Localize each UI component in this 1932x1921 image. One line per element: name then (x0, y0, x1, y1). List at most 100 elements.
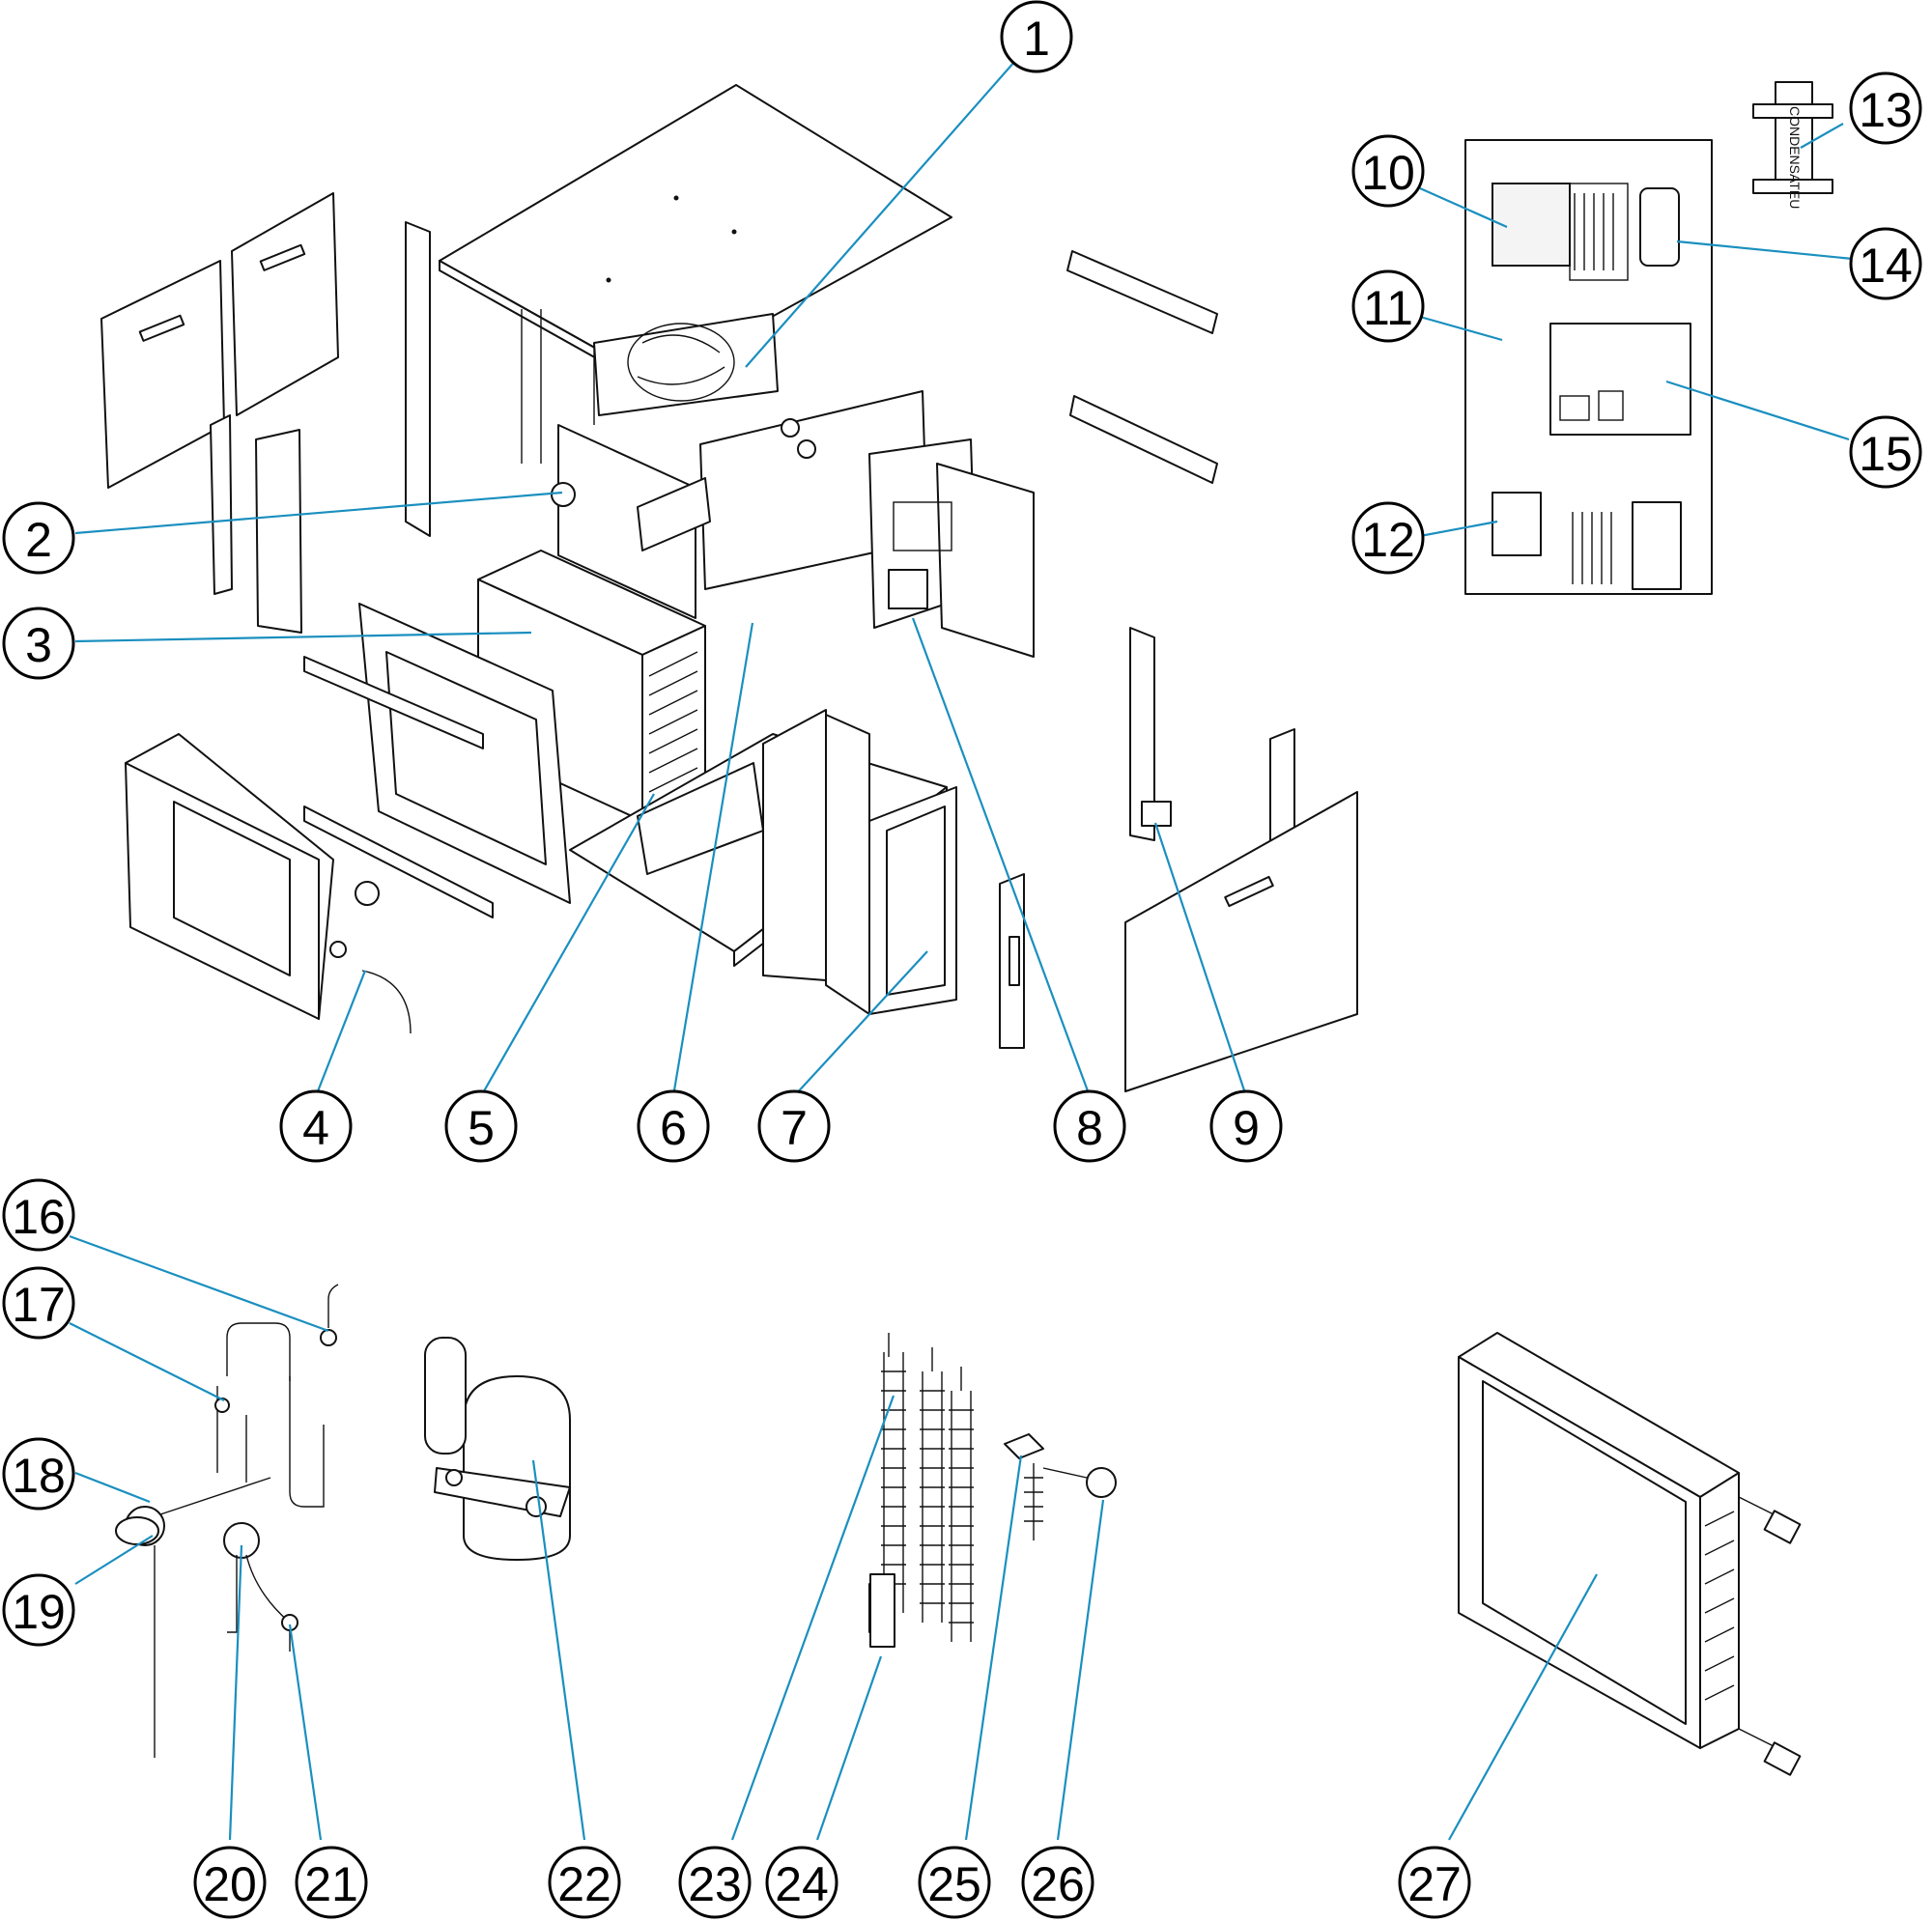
condensate-fitting: CONDENSATEU (1752, 81, 1833, 209)
compressor (424, 1337, 571, 1561)
thermostat-bracket (1004, 1433, 1044, 1540)
leader-17 (69, 1322, 225, 1401)
callout-24: 24 (765, 1846, 838, 1919)
svg-text:4: 4 (302, 1101, 329, 1155)
callout-12: 12 (1351, 501, 1425, 575)
leader-10 (1419, 186, 1508, 229)
svg-text:24: 24 (775, 1857, 829, 1911)
leader-12 (1419, 520, 1498, 538)
callout-16: 16 (2, 1178, 75, 1252)
leader-11 (1419, 315, 1503, 342)
callout-17: 17 (2, 1266, 75, 1340)
svg-text:1: 1 (1023, 12, 1050, 66)
electrical-box (868, 438, 1035, 658)
svg-text:27: 27 (1407, 1857, 1462, 1911)
callout-5: 5 (444, 1089, 518, 1163)
callout-6: 6 (637, 1089, 710, 1163)
svg-text:10: 10 (1361, 146, 1415, 200)
svg-text:15: 15 (1859, 427, 1913, 481)
handle-rail (999, 873, 1025, 1049)
electrical-panel-detail (1464, 139, 1713, 595)
right-brackets (1066, 250, 1218, 484)
svg-text:17: 17 (12, 1278, 66, 1332)
heater-relay (869, 1573, 895, 1648)
callout-21: 21 (295, 1846, 368, 1919)
callout-3: 3 (2, 607, 75, 680)
callout-2: 2 (2, 501, 75, 575)
callout-26: 26 (1021, 1846, 1094, 1919)
svg-text:16: 16 (12, 1190, 66, 1244)
rear-panel (551, 424, 696, 619)
condensate-label: CONDENSATEU (1787, 106, 1803, 209)
leader-14 (1676, 240, 1854, 261)
fan-housing (521, 309, 779, 464)
left-duct-frame (125, 733, 494, 1034)
callout-4: 4 (279, 1089, 353, 1163)
svg-text:7: 7 (781, 1101, 808, 1155)
callout-9: 9 (1209, 1089, 1283, 1163)
safety-thermostat (1042, 1467, 1117, 1498)
svg-text:6: 6 (660, 1101, 687, 1155)
svg-text:26: 26 (1031, 1857, 1085, 1911)
leader-8 (911, 617, 1092, 1097)
svg-text:14: 14 (1859, 239, 1913, 293)
callout-18: 18 (2, 1437, 75, 1511)
callout-1: 1 (1000, 0, 1073, 73)
leader-24 (815, 1655, 883, 1841)
leader-18 (74, 1471, 151, 1504)
filter-frame (762, 709, 957, 1015)
svg-text:22: 22 (557, 1857, 611, 1911)
callout-27: 27 (1398, 1846, 1471, 1919)
condenser-coil (1458, 1332, 1802, 1776)
leader-9 (1153, 822, 1248, 1097)
leader-13 (1800, 123, 1844, 149)
leader-26 (1056, 1499, 1105, 1841)
leader-15 (1665, 380, 1850, 441)
leader-3 (74, 631, 532, 643)
svg-text:9: 9 (1233, 1101, 1260, 1155)
callout-8: 8 (1053, 1089, 1126, 1163)
leader-23 (730, 1395, 895, 1841)
leader-6 (671, 622, 754, 1097)
leader-4 (314, 970, 367, 1097)
svg-text:12: 12 (1361, 513, 1415, 567)
svg-text:8: 8 (1076, 1101, 1103, 1155)
callout-13: 13 (1849, 71, 1922, 145)
left-door-panels (100, 192, 431, 634)
callout-11: 11 (1351, 269, 1425, 343)
callout-22: 22 (548, 1846, 621, 1919)
svg-text:21: 21 (304, 1857, 358, 1911)
callout-15: 15 (1849, 415, 1922, 489)
svg-text:11: 11 (1363, 281, 1413, 335)
svg-text:3: 3 (25, 618, 52, 672)
leader-lines (69, 60, 1854, 1841)
refrigerant-piping (115, 1284, 339, 1758)
svg-text:5: 5 (468, 1101, 495, 1155)
leader-20 (228, 1544, 243, 1841)
svg-text:19: 19 (12, 1585, 66, 1639)
leader-2 (74, 491, 563, 535)
leader-1 (745, 60, 1016, 368)
leader-7 (793, 950, 928, 1097)
leader-16 (69, 1234, 329, 1333)
callout-14: 14 (1849, 227, 1922, 300)
svg-text:25: 25 (927, 1857, 981, 1911)
leader-27 (1448, 1573, 1598, 1841)
leader-19 (74, 1535, 154, 1585)
callout-23: 23 (678, 1846, 752, 1919)
side-plate (637, 390, 928, 590)
svg-text:2: 2 (25, 513, 52, 567)
callout-20: 20 (193, 1846, 267, 1919)
main-unit-exploded-view (100, 84, 1358, 1092)
svg-text:18: 18 (12, 1449, 66, 1503)
service-door (1124, 627, 1358, 1092)
svg-text:20: 20 (203, 1857, 257, 1911)
callout-7: 7 (757, 1089, 831, 1163)
leader-21 (288, 1624, 323, 1841)
callout-10: 10 (1351, 134, 1425, 208)
leader-5 (480, 793, 655, 1097)
front-frame (303, 603, 571, 904)
leader-22 (531, 1459, 586, 1841)
